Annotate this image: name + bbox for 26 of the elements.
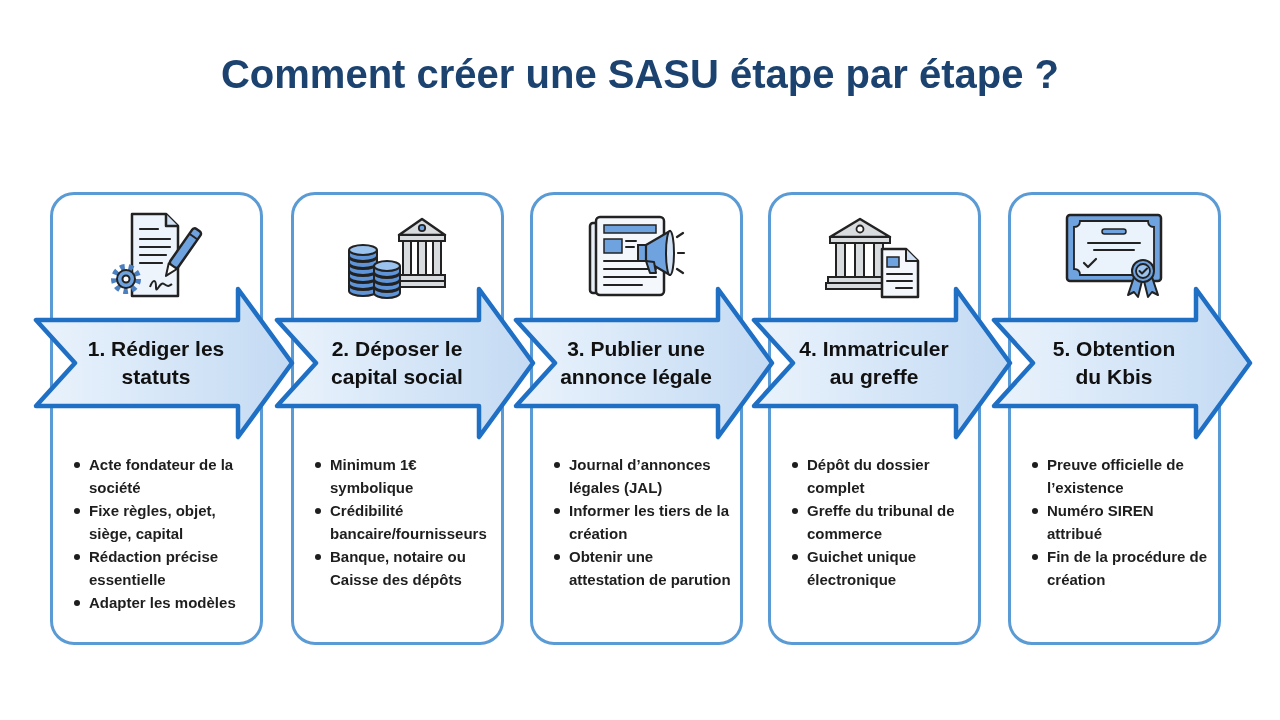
bullet-item: Obtenir une attestation de parution bbox=[553, 545, 733, 591]
process-step bbox=[32, 285, 296, 441]
bullet-item: Banque, notaire ou Caisse des dépôts bbox=[314, 545, 494, 591]
bullet-item: Acte fondateur de la société bbox=[73, 453, 253, 499]
bullet-item: Informer les tiers de la création bbox=[553, 499, 733, 545]
bullet-item: Adapter les modèles bbox=[73, 591, 253, 614]
bullet-item: Crédibilité bancaire/fournisseurs bbox=[314, 499, 494, 545]
bullet-item: Rédaction précise essentielle bbox=[73, 545, 253, 591]
process-step bbox=[750, 285, 1014, 441]
title: Comment créer une SASU étape par étape ? bbox=[221, 51, 1059, 98]
bullet-item: Dépôt du dossier complet bbox=[791, 453, 971, 499]
process-step bbox=[273, 285, 537, 441]
bullet-item: Greffe du tribunal de commerce bbox=[791, 499, 971, 545]
step-title: 3. Publier une annonce légale bbox=[560, 337, 712, 388]
bullet-item: Minimum 1€ symbolique bbox=[314, 453, 494, 499]
bullet-item: Numéro SIREN attribué bbox=[1031, 499, 1211, 545]
bullet-item: Journal d’annonces légales (JAL) bbox=[553, 453, 733, 499]
process-step bbox=[990, 285, 1254, 441]
bullet-item: Fin de la procédure de création bbox=[1031, 545, 1211, 591]
bullet-item: Fixe règles, objet, siège, capital bbox=[73, 499, 253, 545]
step-title: 2. Déposer le capital social bbox=[331, 337, 463, 388]
step-title: 1. Rédiger les statuts bbox=[87, 337, 225, 388]
bullet-item: Preuve officielle de l’existence bbox=[1031, 453, 1211, 499]
step-title: 5. Obtention du Kbis bbox=[1052, 337, 1176, 388]
step-title: 4. Immatriculer au greffe bbox=[799, 337, 949, 388]
bullet-item: Guichet unique électronique bbox=[791, 545, 971, 591]
